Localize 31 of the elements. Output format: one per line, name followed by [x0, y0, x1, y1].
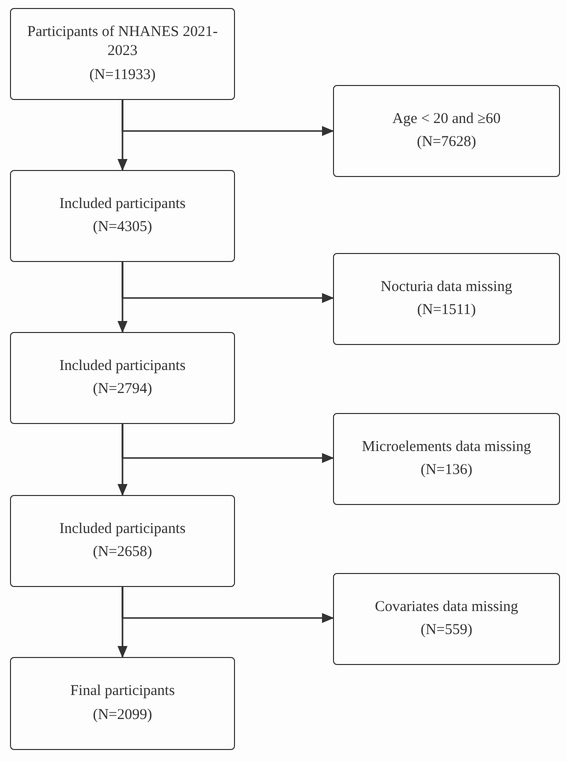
- process-box: [10, 332, 235, 424]
- process-box: [10, 170, 235, 262]
- process-box: [333, 85, 560, 177]
- process-box: [333, 573, 560, 665]
- process-box: [10, 8, 235, 100]
- box-text: Covariates data missing: [374, 598, 518, 616]
- process-box: [333, 253, 560, 345]
- arrow: [122, 587, 334, 623]
- process-box: [10, 657, 235, 750]
- process-box: [333, 413, 560, 505]
- box-text: Nocturia data missing: [380, 278, 512, 296]
- box-text: (N=11933): [89, 66, 156, 85]
- box-text: (N=4305): [92, 218, 152, 237]
- arrow: [122, 424, 334, 463]
- arrow: [122, 262, 334, 303]
- box-text: (N=136): [420, 461, 472, 480]
- arrow: [122, 100, 334, 136]
- box-text: Age < 20 and ≥60: [392, 110, 501, 128]
- box-text: (N=7628): [416, 133, 476, 152]
- box-text: Included participants: [59, 356, 186, 376]
- box-text: (N=1511): [417, 301, 476, 320]
- box-text: Participants of NHANES 2021-2023: [26, 22, 219, 62]
- process-box: [10, 495, 235, 587]
- box-text: Included participants: [59, 194, 186, 214]
- box-text: (N=559): [420, 621, 472, 640]
- box-text: Microelements data missing: [362, 438, 532, 456]
- box-text: Final participants: [70, 682, 175, 701]
- box-text: (N=2794): [92, 380, 152, 399]
- box-text: (N=2099): [92, 706, 152, 724]
- box-text: (N=2658): [92, 543, 152, 562]
- box-text: Included participants: [59, 520, 186, 538]
